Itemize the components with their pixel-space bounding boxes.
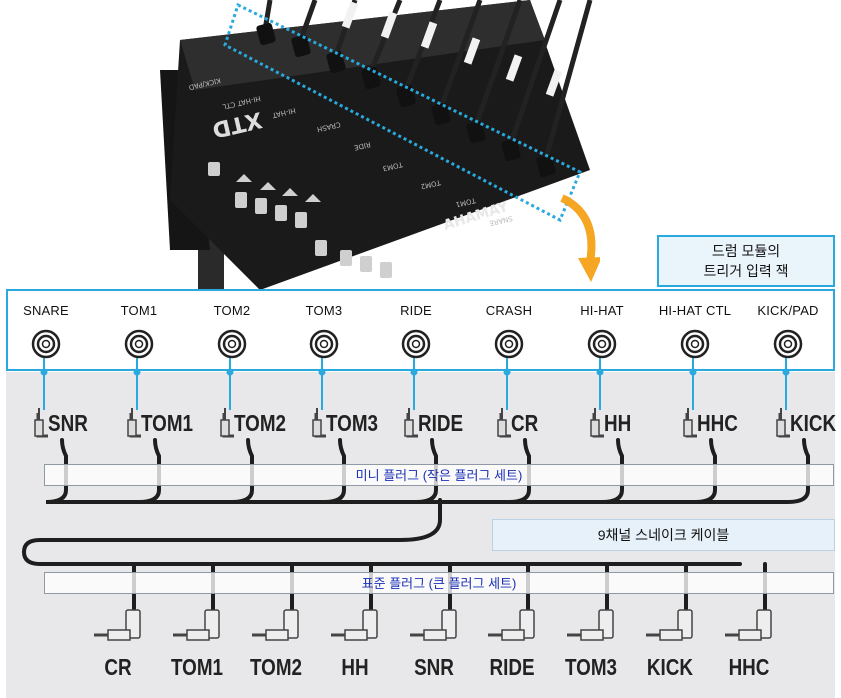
jack-label-ride: RIDE — [400, 303, 432, 318]
jack-socket-icon — [401, 329, 431, 359]
jack-socket-icon — [494, 329, 524, 359]
jack-label-tom3: TOM3 — [305, 303, 343, 318]
mini-plug-label-kick: KICK — [790, 410, 837, 436]
mini-plug-label-tom1: TOM1 — [141, 410, 194, 436]
standard-plug-icon — [567, 609, 614, 641]
orange-arrow-icon — [560, 194, 596, 263]
mini-plug-label-tom2: TOM2 — [234, 410, 287, 436]
connector-dot — [596, 368, 604, 376]
mini-cable — [438, 438, 810, 504]
standard-plug-label-tom3: TOM3 — [564, 654, 618, 680]
mini-plug-label-hhc: HHC — [697, 410, 738, 436]
standard-plug-label-hh: HH — [341, 654, 369, 680]
jack-socket-icon — [124, 329, 154, 359]
jack-socket-icon — [587, 329, 617, 359]
jack-socket-icon — [680, 329, 710, 359]
standard-plug-band: 표준 플러그 (큰 플러그 세트) — [44, 572, 834, 594]
mini-plug-label-tom3: TOM3 — [326, 410, 379, 436]
jack-label-hi-hat: HI-HAT — [580, 303, 624, 318]
standard-plug-label-tom1: TOM1 — [170, 654, 224, 680]
mini-plug-band: 미니 플러그 (작은 플러그 세트) — [44, 464, 834, 486]
mini-cable — [138, 438, 442, 504]
standard-plug-label-tom2: TOM2 — [249, 654, 303, 680]
connector-dot — [503, 368, 511, 376]
snake-cable-main — [21, 498, 742, 566]
mini-plug-icon — [127, 408, 141, 438]
standard-plug-icon — [646, 609, 693, 641]
svg-text:RIDE: RIDE — [353, 140, 371, 152]
connector-dot — [226, 368, 234, 376]
module-note-line2: 트리거 입력 잭 — [703, 263, 789, 279]
jack-label-kick-pad: KICK/PAD — [757, 303, 819, 318]
standard-plug-label-ride: RIDE — [489, 654, 535, 680]
jack-label-crash: CRASH — [485, 303, 533, 318]
module-note-line1: 드럼 모듈의 — [711, 243, 781, 259]
mini-plug-label-cr: CR — [511, 410, 539, 436]
connector-dot — [318, 368, 326, 376]
mini-plug-icon — [312, 408, 326, 438]
connector-dot — [133, 368, 141, 376]
standard-plug-icon — [173, 609, 220, 641]
standard-plug-icon — [725, 609, 772, 641]
standard-plug-icon — [252, 609, 299, 641]
standard-plug-icon — [331, 609, 378, 641]
mini-cable — [231, 438, 442, 504]
mini-plug-label-ride: RIDE — [418, 410, 464, 436]
jack-label-tom1: TOM1 — [120, 303, 158, 318]
trigger-input-panel: SNARE TOM1 TOM2 TOM3 RIDE CRASH HI-HAT HI-HAT C… — [6, 289, 835, 371]
drum-module-image: KICK/PAD HI-HAT CTL HI-HAT CRASH RIDE TO… — [160, 0, 600, 290]
jack-socket-icon — [773, 329, 803, 359]
connector-highlight — [223, 2, 582, 223]
snake-cable-label: 9채널 스네이크 케이블 — [492, 519, 835, 551]
jack-label-tom2: TOM2 — [213, 303, 251, 318]
mini-plug-icon — [497, 408, 511, 438]
mini-cable — [45, 438, 442, 504]
connector-dot — [40, 368, 48, 376]
mini-plug-icon — [776, 408, 790, 438]
mini-plug-icon — [404, 408, 418, 438]
jack-socket-icon — [217, 329, 247, 359]
jack-socket-icon — [31, 329, 61, 359]
standard-plug-icon — [488, 609, 535, 641]
standard-plug-icon — [410, 609, 457, 641]
mini-plug-icon — [220, 408, 234, 438]
jack-socket-icon — [309, 329, 339, 359]
jack-label-hi-hat-ctl: HI-HAT CTL — [658, 303, 732, 318]
standard-plug-label-kick: KICK — [646, 654, 694, 680]
standard-plug-icon — [94, 609, 141, 641]
jack-label-snare: SNARE — [23, 303, 69, 318]
standard-plug-label-cr: CR — [104, 654, 132, 680]
connector-dot — [410, 368, 418, 376]
connector-dot — [689, 368, 697, 376]
module-input-note: 드럼 모듈의 트리거 입력 잭 — [657, 235, 835, 287]
standard-plug-label-hhc: HHC — [728, 654, 770, 680]
connector-dot — [782, 368, 790, 376]
mini-cable — [323, 438, 442, 504]
mini-plug-icon — [34, 408, 48, 438]
standard-plug-label-snr: SNR — [414, 654, 454, 680]
mini-plug-label-hh: HH — [604, 410, 632, 436]
mini-plug-icon — [590, 408, 604, 438]
mini-plug-icon — [683, 408, 697, 438]
mini-cable — [415, 438, 442, 504]
mini-plug-label-snr: SNR — [48, 410, 88, 436]
